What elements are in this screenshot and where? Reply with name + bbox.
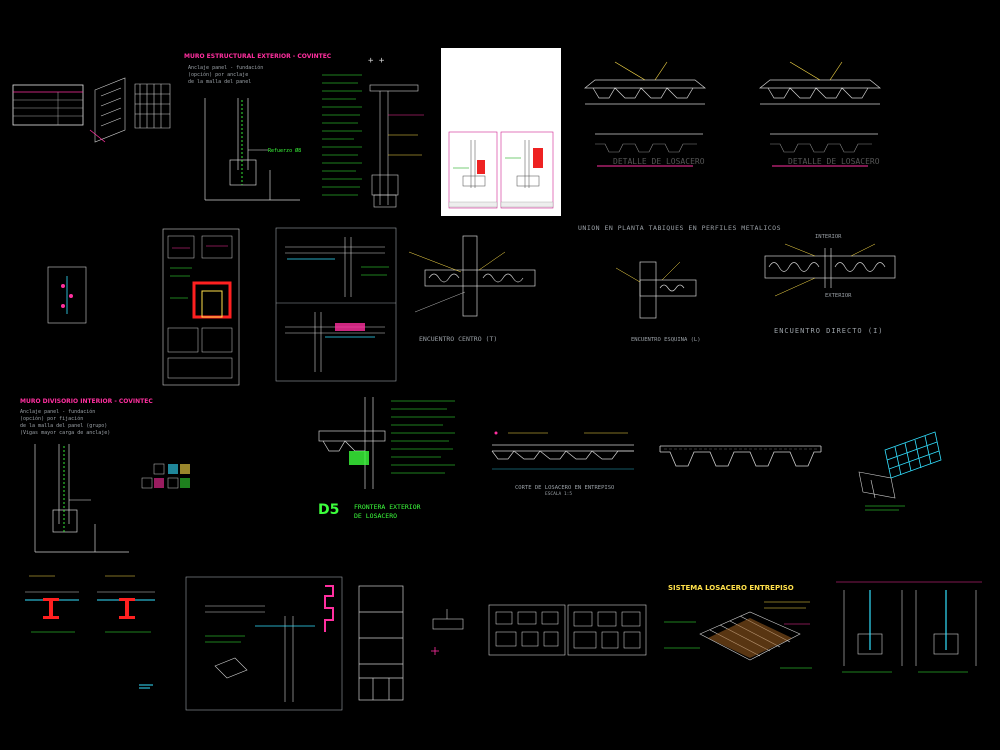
svg-text:+ +: + + <box>368 56 385 66</box>
muro-interior-section <box>25 440 135 558</box>
frontera-losacero-detail <box>315 393 465 493</box>
svg-text:DETALLE DE LOSACERO: DETALLE DE LOSACERO <box>613 157 705 166</box>
isometric-panel-detail <box>85 70 175 145</box>
encuentro-esquina-detail <box>610 252 700 322</box>
white-drawing-sheet <box>441 48 561 216</box>
muro-exterior-note-1: Anclaje panel - fundación <box>188 65 264 71</box>
wall-section-sheet <box>275 227 397 382</box>
muro-exterior-title: MURO ESTRUCTURAL EXTERIOR - COVINTEC <box>184 53 332 60</box>
muro-interior-note-4: (Vigas mayor carga de anclaje) <box>20 430 111 436</box>
tiny-colored-icons <box>140 462 196 492</box>
beam-details <box>15 570 165 650</box>
encuentro-centro-detail <box>405 232 545 324</box>
isometric-deck-detail <box>845 420 945 515</box>
muro-interior-title: MURO DIVISORIO INTERIOR - COVINTEC <box>20 398 153 405</box>
muro-interior-note-3: de la malla del panel (grupo) <box>20 423 108 429</box>
svg-text:DETALLE DE LOSACERO: DETALLE DE LOSACERO <box>788 157 880 166</box>
encuentro-directo-detail <box>755 240 905 300</box>
small-framed-detail <box>47 266 87 324</box>
losacero-detail-b: DETALLE DE LOSACERO <box>750 48 900 173</box>
small-table-detail <box>12 84 84 126</box>
muro-exterior-note-2: (opción) por anclaje <box>188 72 249 78</box>
union-planta-title: UNION EN PLANTA TABIQUES EN PERFILES MET… <box>578 224 782 232</box>
steel-deck-profile <box>658 440 823 474</box>
muro-interior-note-2: (opción) por fijación <box>20 416 84 422</box>
losacero-detail-a: DETALLE DE LOSACERO <box>575 48 725 173</box>
d5-title-line2: DE LOSACERO <box>354 512 398 520</box>
interior-label: INTERIOR <box>815 234 842 240</box>
corte-losacero-scale: ESCALA 1:5 <box>545 492 573 497</box>
colored-detail-sheet <box>162 228 240 386</box>
muro-interior-note-1: Anclaje panel - fundación <box>20 409 96 415</box>
muro-exterior-note-3: de la malla del panel <box>188 79 252 85</box>
corte-losacero-caption: CORTE DE LOSACERO EN ENTREPISO <box>515 485 615 491</box>
encuentro-esquina-caption: ENCUENTRO ESQUINA (L) <box>631 337 701 343</box>
tall-wall-elevation <box>355 582 407 704</box>
exterior-label: EXTERIOR <box>825 293 852 299</box>
small-cyan-label <box>138 682 154 690</box>
small-anchor-detail <box>425 605 473 660</box>
muro-exterior-section <box>190 90 310 210</box>
encuentro-centro-caption: ENCUENTRO CENTRO (T) <box>419 335 498 343</box>
d5-code: D5 <box>318 502 340 518</box>
wall-base-sections <box>832 578 992 680</box>
sistema-losacero-isometric <box>660 594 820 682</box>
corte-losacero-detail <box>488 425 638 480</box>
detail-sheet-pair <box>488 604 648 656</box>
encuentro-directo-caption: ENCUENTRO DIRECTO (I) <box>774 327 884 335</box>
d5-title-line1: FRONTERA EXTERIOR <box>354 503 421 511</box>
detail-list-column: + + <box>318 55 430 210</box>
sistema-losacero-title: SISTEMA LOSACERO ENTREPISO <box>668 584 794 592</box>
muro-exterior-dim: Refuerzo Ø8 <box>268 148 302 154</box>
frontera-sheet <box>185 576 343 711</box>
